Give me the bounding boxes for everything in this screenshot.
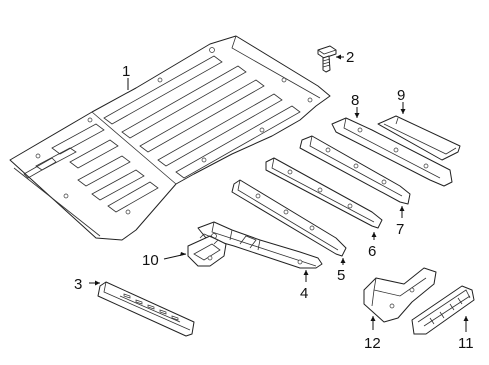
corner-bracket-12 — [363, 267, 437, 323]
small-bracket — [187, 233, 227, 267]
callout-6: 6 — [368, 243, 376, 260]
bolt — [317, 45, 337, 73]
callout-11: 11 — [458, 335, 474, 352]
rear-bracket — [377, 115, 461, 161]
callout-8: 8 — [351, 92, 359, 109]
roof-bow-4 — [197, 221, 323, 269]
header-slots — [123, 293, 179, 321]
roof-ribs — [23, 55, 301, 213]
rear-header — [331, 117, 453, 187]
front-header — [97, 281, 195, 337]
callout-10: 10 — [142, 252, 159, 269]
callout-5: 5 — [337, 267, 345, 284]
roof-panel — [9, 35, 331, 241]
roof-holes — [35, 47, 313, 215]
callout-9: 9 — [397, 87, 405, 104]
callout-1: 1 — [122, 63, 130, 80]
callout-4: 4 — [300, 285, 308, 302]
callout-12: 12 — [364, 335, 381, 352]
leader-lines — [89, 54, 469, 332]
callout-7: 7 — [396, 221, 404, 238]
callout-2: 2 — [346, 49, 354, 66]
roof-bow-6 — [265, 157, 383, 229]
side-rail-11 — [411, 285, 475, 335]
roof-bow-7 — [299, 135, 411, 205]
roof-bow-5 — [231, 179, 347, 257]
callout-3: 3 — [74, 276, 82, 293]
callout-numbers: 1 2 3 4 5 6 7 8 9 10 11 12 — [74, 49, 474, 352]
